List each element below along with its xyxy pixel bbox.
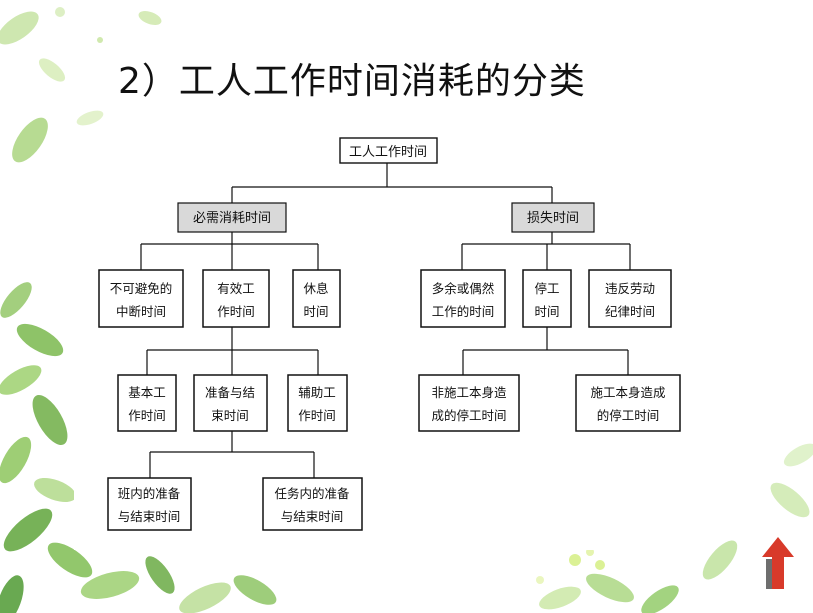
- node-shift-prep-line2: 与结束时间: [118, 509, 181, 524]
- node-loss: 损失时间: [511, 202, 595, 233]
- node-effective-work-line1: 有效工: [217, 281, 255, 296]
- node-construction-stop-line1: 施工本身造成: [590, 385, 665, 400]
- node-basic-work-line1: 基本工: [128, 385, 166, 400]
- node-prep-finish-line1: 准备与结: [205, 385, 255, 400]
- slide-title: 2）工人工作时间消耗的分类: [118, 61, 586, 102]
- node-redundant-accidental-line2: 工作的时间: [432, 304, 495, 319]
- node-redundant-accidental: 多余或偶然 工作的时间: [420, 269, 506, 328]
- node-non-construction-stop: 非施工本身造 成的停工时间: [418, 374, 520, 432]
- leaf-decoration-bottom-left: [0, 282, 277, 613]
- node-prep-finish-line2: 束时间: [211, 408, 249, 423]
- node-construction-stop-line2: 的停工时间: [597, 408, 660, 423]
- connector-lines: [140, 163, 631, 478]
- node-rest-line2: 时间: [303, 304, 328, 319]
- node-loss-line1: 损失时间: [527, 211, 579, 226]
- up-arrow-icon[interactable]: [760, 535, 796, 591]
- node-labor-discipline-line1: 违反劳动: [605, 281, 655, 296]
- leaf-decoration-bottom-right: [536, 443, 813, 613]
- node-effective-work: 有效工 作时间: [202, 269, 270, 328]
- node-auxiliary-work: 辅助工 作时间: [287, 374, 348, 432]
- node-stoppage-line2: 时间: [534, 304, 559, 319]
- node-rest: 休息 时间: [292, 269, 341, 328]
- node-unavoidable-interrupt: 不可避免的 中断时间: [98, 269, 184, 328]
- node-basic-work-line2: 作时间: [128, 408, 166, 423]
- node-labor-discipline: 违反劳动 纪律时间: [588, 269, 672, 328]
- node-task-prep-line1: 任务内的准备: [274, 486, 350, 501]
- node-labor-discipline-line2: 纪律时间: [605, 304, 655, 319]
- node-shift-prep: 班内的准备 与结束时间: [107, 477, 192, 531]
- node-task-prep: 任务内的准备 与结束时间: [262, 477, 363, 531]
- node-task-prep-line2: 与结束时间: [281, 509, 344, 524]
- classification-diagram: 工人工作时间 必需消耗时间 损失时间 不可避免的 中断时间 有效工 作时间 休息…: [98, 137, 681, 531]
- node-root-line1: 工人工作时间: [349, 145, 427, 160]
- node-necessary-line1: 必需消耗时间: [193, 211, 271, 226]
- node-unavoidable-interrupt-line2: 中断时间: [116, 304, 166, 319]
- node-non-construction-stop-line2: 成的停工时间: [431, 408, 506, 423]
- node-effective-work-line2: 作时间: [217, 304, 255, 319]
- node-root: 工人工作时间: [339, 137, 438, 164]
- leaf-decoration-top-left: [0, 7, 162, 163]
- node-basic-work: 基本工 作时间: [117, 374, 177, 432]
- node-auxiliary-work-line2: 作时间: [298, 408, 336, 423]
- node-necessary: 必需消耗时间: [177, 202, 287, 233]
- node-prep-finish: 准备与结 束时间: [193, 374, 268, 432]
- node-unavoidable-interrupt-line1: 不可避免的: [110, 281, 173, 296]
- node-auxiliary-work-line1: 辅助工: [298, 385, 336, 400]
- node-rest-line1: 休息: [303, 281, 328, 296]
- node-construction-stop: 施工本身造成 的停工时间: [575, 374, 681, 432]
- node-redundant-accidental-line1: 多余或偶然: [432, 281, 495, 296]
- node-non-construction-stop-line1: 非施工本身造: [431, 385, 507, 400]
- node-stoppage-line1: 停工: [534, 281, 559, 296]
- node-shift-prep-line1: 班内的准备: [118, 486, 181, 501]
- node-stoppage: 停工 时间: [522, 269, 572, 328]
